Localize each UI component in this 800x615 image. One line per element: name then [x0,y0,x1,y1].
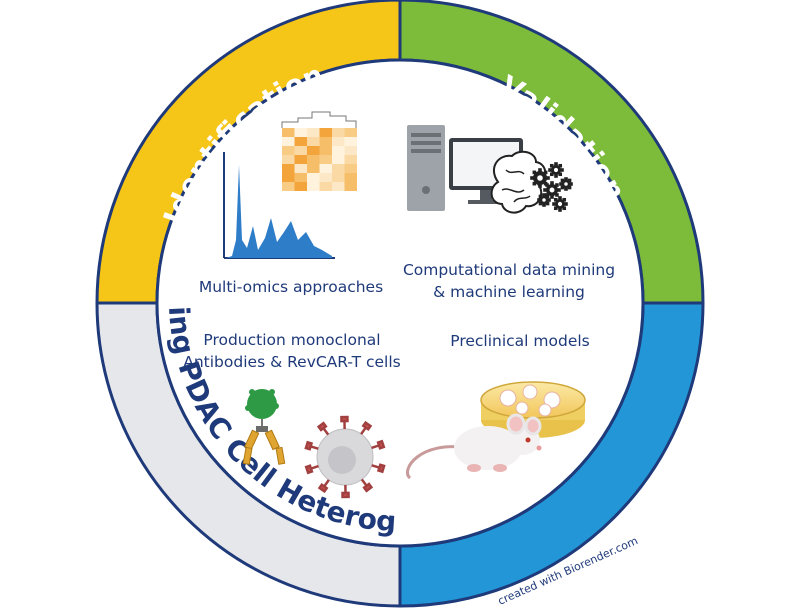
production-caption-line1: Production monoclonal [203,331,380,349]
computational-caption-line1: Computational data mining [403,261,615,279]
computational-caption-line2: & machine learning [433,283,585,301]
production-caption-line2: Antibodies & RevCAR-T cells [183,353,401,371]
preclinical-caption: Preclinical models [450,332,590,350]
multi-omics-caption: Multi-omics approaches [199,278,383,296]
